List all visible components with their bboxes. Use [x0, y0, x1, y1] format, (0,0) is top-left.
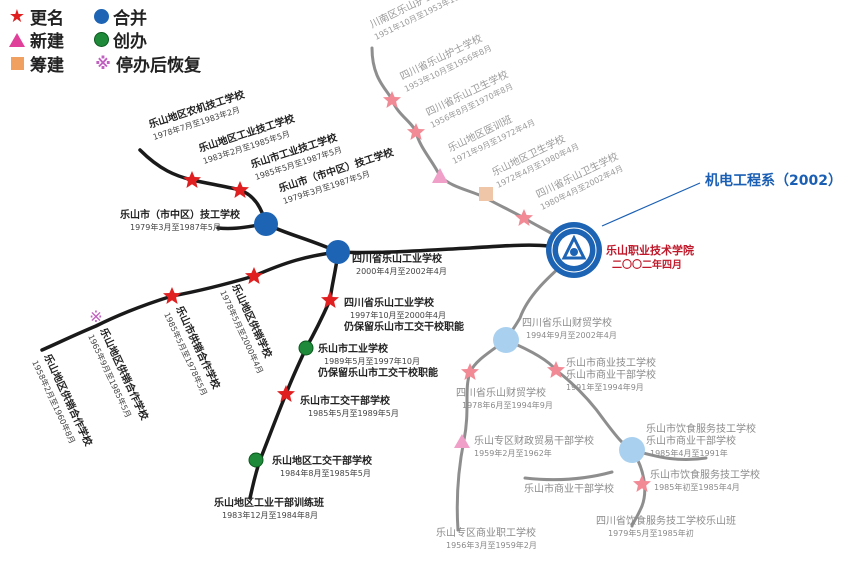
label-m5: 乐山地区工交干部学校: [272, 454, 373, 467]
red-star-icon: [277, 385, 295, 402]
label-f8: 乐山专区商业职工学校: [436, 526, 536, 539]
legend-renamed-label: 更名: [30, 9, 64, 29]
hub-main-line: [336, 243, 550, 255]
finance-bottom-line: [630, 448, 647, 528]
date-f5: 1985年4月至1991年: [650, 448, 728, 458]
date-f7: 1985年初至1985年4月: [654, 482, 740, 492]
legend-renamed: ★ 更名: [8, 4, 64, 29]
date-f1: 1994年9月至2002年4月: [526, 330, 617, 340]
triangle-icon: [8, 32, 26, 47]
red-star-icon: [163, 287, 181, 304]
legend-new-build-label: 新建: [30, 32, 64, 52]
square-icon: [8, 57, 26, 70]
label-f6: 乐山市商业干部学校: [524, 482, 614, 495]
label-m1: 四川省乐山工业学校: [352, 252, 443, 265]
college-logo: [546, 222, 602, 278]
resume-mark-icon: ※: [95, 53, 111, 73]
tech-branch-line: [138, 148, 268, 226]
green-circle-icon: [298, 340, 314, 356]
date-m6: 1983年12月至1984年8月: [222, 510, 318, 520]
label-f7: 乐山市饮食服务技工学校: [650, 468, 760, 481]
pink-star-icon: [383, 91, 401, 108]
label-f2b: 乐山市商业干部学校: [566, 368, 656, 381]
legend-merged: 合并: [94, 4, 147, 29]
red-star-icon: ★: [8, 5, 26, 27]
finance-left-line: [455, 338, 508, 532]
label-m6: 乐山地区工业干部训练班: [214, 496, 324, 509]
hub-date: 二〇〇二年四月: [612, 258, 682, 271]
blue-circle-icon: [94, 9, 109, 24]
date-f3: 1978年6月至1994年9月: [462, 400, 553, 410]
date-f9: 1979年5月至1985年初: [608, 528, 694, 538]
label-f3: 四川省乐山财贸学校: [456, 386, 546, 399]
legend-resumed: ※ 停办后恢复: [94, 51, 201, 76]
legend-new-build: 新建: [8, 27, 64, 52]
legend-founded-label: 创办: [113, 32, 147, 52]
label-f5b: 乐山市商业干部学校: [646, 434, 736, 447]
light-blue-circle-icon: [619, 437, 645, 463]
red-star-icon: [231, 181, 249, 198]
label-m3: 乐山市工业学校: [318, 342, 389, 355]
resume-mark-icon: ※: [89, 307, 102, 326]
legend-preparing-label: 筹建: [30, 56, 64, 76]
date-c5: 1979年3月至1987年5月: [130, 222, 221, 232]
light-blue-circle-icon: [493, 327, 519, 353]
label-c5: 乐山市（市中区）技工学校: [120, 208, 241, 221]
red-star-icon: [321, 291, 339, 308]
pink-triangle-icon: [432, 168, 448, 183]
pink-triangle-icon: [454, 434, 470, 448]
date-f4: 1959年2月至1962年: [474, 448, 552, 458]
green-circle-icon: [94, 32, 109, 47]
label-f9: 四川省饮食服务技工学校乐山班: [596, 514, 736, 527]
legend-resumed-label: 停办后恢复: [116, 56, 201, 76]
date-m3: 1989年5月至1997年10月: [324, 356, 420, 366]
blue-circle-icon: [326, 240, 350, 264]
red-star-icon: [183, 171, 201, 188]
legend-preparing: 筹建: [8, 51, 64, 76]
hub-name: 乐山职业技术学院: [606, 243, 694, 257]
red-star-icon: [245, 267, 263, 284]
label-f2: 乐山市商业技工学校: [566, 356, 656, 369]
note-m2: 仍保留乐山市工交干校职能: [343, 320, 464, 333]
legend-merged-label: 合并: [113, 9, 147, 29]
label-f5: 乐山市饮食服务技工学校: [646, 422, 756, 435]
department-callout: 机电工程系（2002）: [705, 173, 842, 189]
green-circle-icon: [248, 452, 264, 468]
legend: ★ 更名 合并 新建 创办 筹建 ※ 停办后恢复: [8, 4, 248, 94]
legend-founded: 创办: [94, 27, 147, 52]
pink-star-icon: [407, 123, 425, 140]
date-m2: 1997年10月至2000年4月: [350, 310, 446, 320]
callout-leader-line: [601, 182, 701, 227]
finance-mid-line: [523, 470, 614, 482]
date-f2: 1991年至1994年9月: [566, 382, 644, 392]
peach-square-icon: [479, 187, 493, 201]
pink-star-icon: [633, 475, 651, 492]
date-m4: 1985年5月至1989年5月: [308, 408, 399, 418]
label-m2: 四川省乐山工业学校: [344, 296, 435, 309]
label-f1: 四川省乐山财贸学校: [522, 316, 612, 329]
date-f8: 1956年3月至1959年2月: [446, 540, 537, 550]
date-m1: 2000年4月至2002年4月: [356, 266, 447, 276]
label-m4: 乐山市工交干部学校: [300, 394, 391, 407]
label-f4: 乐山专区财政贸易干部学校: [474, 434, 594, 447]
finance-right-line: [504, 338, 634, 452]
note-m3: 仍保留乐山市工交干校职能: [317, 366, 438, 379]
date-m5: 1984年8月至1985年5月: [280, 468, 371, 478]
blue-circle-icon: [254, 212, 278, 236]
